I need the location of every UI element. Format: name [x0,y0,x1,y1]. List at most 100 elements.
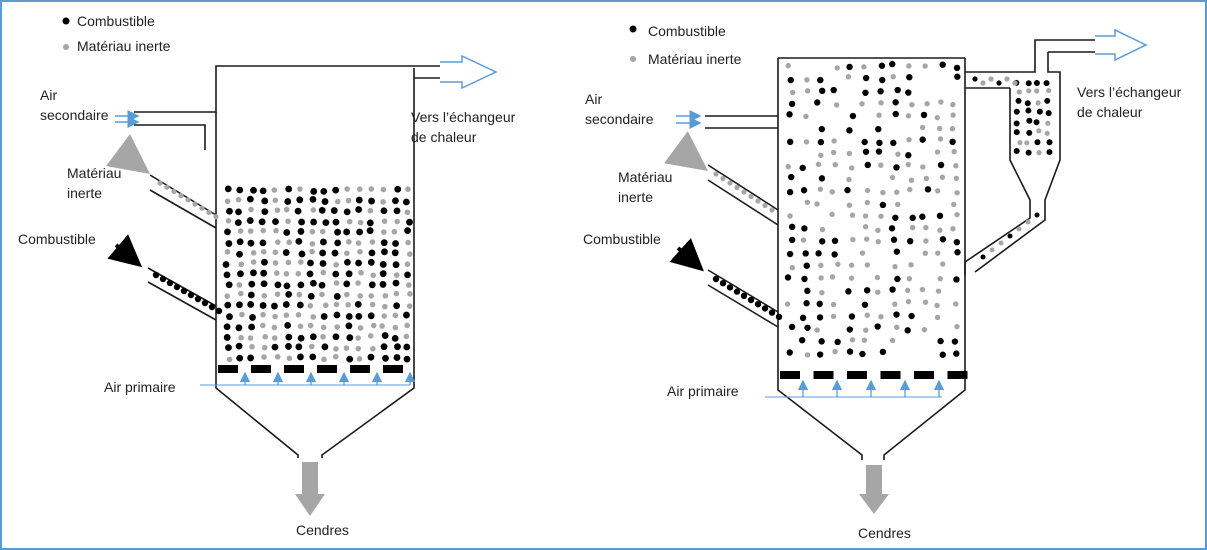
fuel-particle [259,239,267,247]
inert-particle [382,303,388,310]
inert-particle [357,293,364,299]
fuel-particle [1033,79,1040,86]
fuel-particle [1015,97,1022,104]
inert-particle [185,197,191,203]
inert-particle [321,356,327,363]
fuel-particle [844,186,851,194]
fuel-particle [310,218,318,226]
inert-particle [803,113,809,120]
fuel-particle [819,238,826,245]
fuel-particle [330,207,338,214]
fuel-particle [892,110,899,118]
inert-particle [407,291,413,297]
fuel-particle [875,148,883,155]
inert-particle [875,238,881,245]
inert-particle [1024,140,1030,146]
fuel-particle [878,62,886,69]
inert-particle [864,199,870,206]
inert-particle [379,323,385,329]
fuel-particle [271,302,278,310]
inert-particle [741,189,747,195]
fuel-particle [861,301,869,308]
fuel-particle [354,300,362,308]
fuel-particle [307,259,314,267]
fuel-particle [936,212,944,220]
left-secondary-air-duct [134,65,440,113]
fuel-particle [282,301,290,308]
inert-particle [274,353,281,360]
inert-particle [909,224,916,231]
fuel-particle [953,238,961,246]
left-ash-label: Cendres [296,522,349,538]
inert-particle [369,239,376,245]
right-inert-label-1: Matériau [618,169,672,185]
inert-particle [381,229,387,235]
inert-particle [859,250,866,256]
fuel-particle [296,301,304,309]
return-particle [1007,233,1013,239]
left-secondary-air-duct-lower [134,124,206,150]
inert-particle [323,302,329,309]
inert-particle [346,218,353,225]
inert-particle [368,293,374,299]
fuel-particle [786,111,793,118]
fuel-particle [875,125,882,133]
inert-particle [762,202,768,209]
left-outlet-arrow [440,54,498,90]
fuel-particle [367,353,375,361]
fuel-particle [786,188,794,196]
inert-particle [859,101,865,107]
fuel-particle [381,248,388,256]
inert-particle [192,201,198,207]
inert-particle [937,227,943,233]
inert-particle [954,323,960,330]
fuel-particle [953,276,960,283]
fuel-particle [816,300,823,308]
fuel-particle [879,76,886,84]
fuel-particle [402,198,410,206]
inert-particle [819,226,826,233]
inert-particle [953,163,959,169]
inert-particle [923,238,929,244]
return-particle [998,240,1004,246]
inert-particle [358,269,364,276]
inert-particle [226,356,233,363]
fuel-particle [404,271,411,279]
inert-particle [814,327,820,333]
fuel-particle [954,73,961,80]
fuel-particle [1026,129,1033,136]
fuel-particle [949,138,956,146]
fuel-particle [307,292,315,300]
inert-particle [940,261,946,267]
inert-particle [848,262,855,268]
fuel-particle [271,343,279,351]
fuel-particle [258,218,266,226]
inert-particle [249,343,255,350]
inert-particle [224,293,231,299]
inert-particle [381,218,388,224]
inert-particle [271,187,278,193]
right-ash-arrow [859,465,889,514]
inert-particle [406,282,412,288]
inert-particle [922,299,929,305]
recirculating-particle [996,80,1002,86]
fuel-particle [859,350,866,358]
fuel-particle [250,186,257,194]
inert-particle [274,291,281,297]
inert-particle [309,248,315,255]
fuel-particle [1024,100,1031,107]
fuel-particle [787,76,794,84]
inert-particle [370,345,376,352]
fuel-particle [343,280,351,288]
inert-particle [224,198,231,205]
fuel-particle [404,227,411,234]
fuel-particle [392,261,400,269]
inert-particle [894,189,900,195]
inert-particle [344,250,350,257]
inert-particle [334,198,341,205]
fuel-particle [345,322,353,330]
inert-particle [391,228,398,235]
fuel-particle [222,261,230,268]
fuel-particle [803,262,810,269]
